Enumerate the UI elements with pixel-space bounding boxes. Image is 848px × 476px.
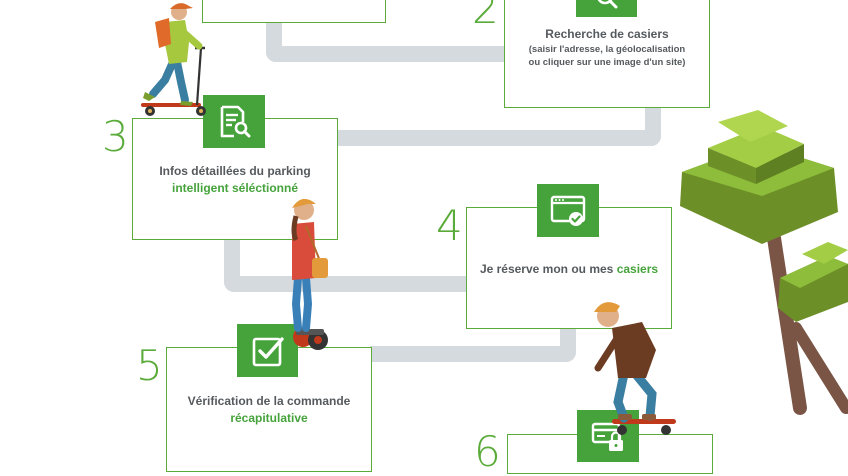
path-segment xyxy=(224,276,468,292)
step-3-number: 3 xyxy=(102,112,129,161)
document-search-icon xyxy=(220,105,251,137)
step-3-highlight: intelligent séléctionné xyxy=(171,181,299,195)
skateboard-boy-illustration xyxy=(594,302,676,435)
step-2-card: Recherche de casiers (saisir l'adresse, … xyxy=(504,0,710,108)
path-segment xyxy=(266,46,506,62)
step-5-highlight: récapitulative xyxy=(230,411,308,425)
step-2-title: Recherche de casiers xyxy=(545,27,669,41)
browser-check-icon xyxy=(550,195,586,226)
step-5-icon-box xyxy=(237,324,298,377)
checkbox-icon xyxy=(252,336,284,366)
path-segment xyxy=(337,130,661,146)
step-2-icon-box xyxy=(576,0,637,17)
tree-illustration xyxy=(680,110,848,415)
step-4-title-line: Je réserve mon ou mes casiers xyxy=(467,261,671,278)
search-icon xyxy=(597,0,617,8)
path-segment xyxy=(370,346,576,362)
step-6-icon-box xyxy=(577,410,639,462)
step-3-title: Infos détaillées du parking xyxy=(159,164,311,178)
step-5-number: 5 xyxy=(136,341,163,390)
hoverboard-girl-illustration xyxy=(291,198,328,350)
step-6-number: 6 xyxy=(474,427,501,476)
step-4-number: 4 xyxy=(436,201,463,250)
step-4-title: Je réserve mon ou mes xyxy=(479,262,614,276)
step-2-number: 2 xyxy=(472,0,499,33)
step-2-subtitle: (saisir l'adresse, la géolocalisation ou… xyxy=(528,44,686,68)
step-4-icon-box xyxy=(537,184,599,237)
scooter-boy-illustration xyxy=(141,3,206,116)
step-5-title: Vérification de la commande xyxy=(187,394,351,408)
step-1-card xyxy=(202,0,386,23)
step-3-icon-box xyxy=(203,95,265,148)
step-4-highlight: casiers xyxy=(616,262,659,276)
